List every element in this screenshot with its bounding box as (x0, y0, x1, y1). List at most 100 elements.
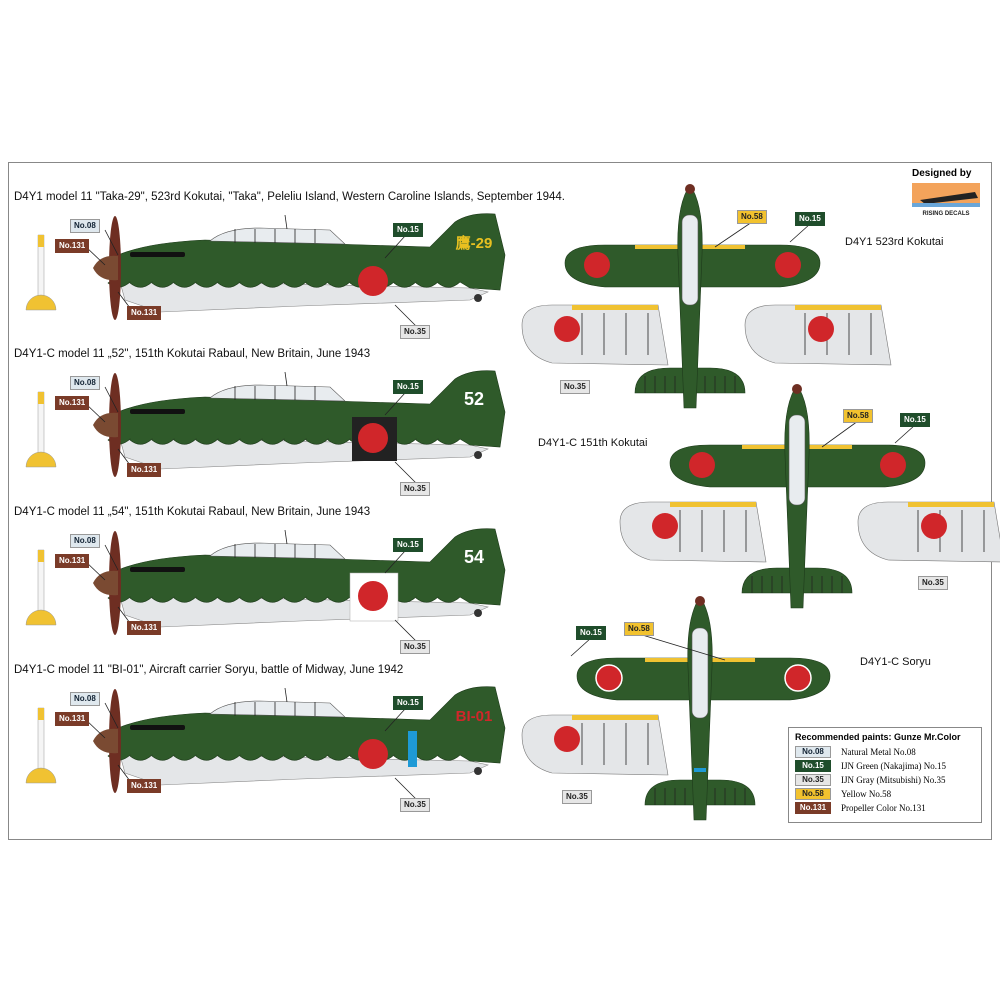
callout-line (117, 448, 131, 466)
underwing-hinomaru (652, 513, 678, 539)
callout-line (104, 386, 119, 413)
tag-no131: No.131 (55, 712, 90, 726)
tag-no131-prop: No.131 (127, 621, 162, 635)
prop-tip (38, 550, 44, 562)
callout-line (284, 214, 288, 230)
underwing-panel (521, 304, 669, 366)
underwing-yellow (670, 502, 756, 507)
prop-tip (38, 708, 44, 720)
callout-line (284, 371, 288, 387)
top-view-label: D4Y1-C Soryu (860, 656, 931, 668)
callout-line (821, 420, 859, 448)
legend-name: Natural Metal No.08 (841, 747, 916, 757)
hinomaru (358, 266, 388, 296)
leading-edge-yellow (807, 445, 852, 449)
spinner-top (685, 184, 695, 194)
tag-no35: No.35 (400, 325, 430, 339)
tag-no131: No.131 (55, 396, 90, 410)
callout-line (104, 702, 119, 729)
canopy (209, 542, 346, 560)
legend-name: Yellow No.58 (841, 789, 892, 799)
underwing-panel (521, 714, 669, 776)
tag-no35: No.35 (560, 380, 590, 394)
profile-title: D4Y1-C model 11 „52", 151th Kokutai Raba… (14, 348, 371, 360)
callout-line (117, 291, 131, 309)
canopy-top (681, 214, 699, 306)
tail-wheel (474, 294, 482, 302)
callout-line (284, 687, 288, 703)
tag-no35: No.35 (918, 576, 948, 590)
exhaust-stack (130, 725, 185, 730)
callout-line (117, 764, 131, 782)
legend-code: No.15 (795, 760, 831, 772)
legend-code: No.35 (795, 774, 831, 786)
tag-no15: No.15 (393, 380, 423, 394)
tag-no35: No.35 (400, 482, 430, 496)
underwing-hinomaru (921, 513, 947, 539)
tag-no58: No.58 (843, 409, 873, 423)
spinner-detail (25, 767, 57, 784)
wing-hinomaru (584, 252, 610, 278)
tag-no131-prop: No.131 (127, 306, 162, 320)
tag-no131: No.131 (55, 239, 90, 253)
spinner-detail (25, 609, 57, 626)
legend-code: No.131 (795, 802, 831, 814)
profile-title: D4Y1 model 11 "Taka-29", 523rd Kokutai, … (14, 191, 565, 203)
tail-code: 54 (464, 547, 484, 567)
tag-no08: No.08 (70, 376, 100, 390)
spinner (93, 570, 118, 596)
tag-no131-prop: No.131 (127, 463, 162, 477)
canopy (209, 700, 346, 718)
leading-edge-yellow (635, 245, 680, 249)
tail-wheel (474, 451, 482, 459)
legend-name: IJN Green (Nakajima) No.15 (841, 761, 946, 771)
tail-code: 52 (464, 389, 484, 409)
spinner (93, 412, 118, 438)
wing-hinomaru (689, 452, 715, 478)
callout-line (384, 392, 406, 416)
spinner-detail (25, 294, 57, 311)
logo-text: RISING DECALS (922, 211, 969, 217)
tag-no131-prop: No.131 (127, 779, 162, 793)
underwing-hinomaru (808, 316, 834, 342)
callout-line (384, 708, 406, 732)
fuselage (107, 370, 506, 448)
top-view-label: D4Y1-C 151th Kokutai (538, 437, 648, 449)
profile-title: D4Y1-C model 11 "BI-01", Aircraft carrie… (14, 664, 404, 676)
tag-no15: No.15 (393, 538, 423, 552)
callout-line (384, 550, 406, 574)
underwing-hinomaru (554, 316, 580, 342)
exhaust-stack (130, 252, 185, 257)
tag-no35: No.35 (400, 798, 430, 812)
fuselage (107, 528, 506, 606)
legend-code: No.08 (795, 746, 831, 758)
tag-no58: No.58 (624, 622, 654, 636)
legend-title: Recommended paints: Gunze Mr.Color (795, 732, 961, 742)
fuselage-band (694, 768, 706, 772)
leading-edge-yellow (700, 245, 745, 249)
logo-plane-icon (920, 192, 978, 204)
spinner (93, 255, 118, 281)
callout-line (284, 529, 288, 545)
legend-name: IJN Gray (Mitsubishi) No.35 (841, 775, 946, 785)
tag-no08: No.08 (70, 219, 100, 233)
legend-code: No.58 (795, 788, 831, 800)
callout-line (638, 633, 726, 661)
designer-label: Designed by (912, 168, 972, 179)
canopy-top (788, 414, 806, 506)
spinner-detail (25, 451, 57, 468)
exhaust-stack (130, 567, 185, 572)
fuselage (107, 213, 506, 291)
fuselage-band (408, 731, 417, 767)
canopy (209, 384, 346, 402)
underwing-yellow (572, 305, 658, 310)
legend-row: No.15 IJN Green (Nakajima) No.15 (795, 759, 981, 773)
profile-title: D4Y1-C model 11 „54", 151th Kokutai Raba… (14, 506, 371, 518)
tag-no35: No.35 (400, 640, 430, 654)
wing-hinomaru (880, 452, 906, 478)
legend-name: Propeller Color No.131 (841, 803, 926, 813)
spinner-top (792, 384, 802, 394)
tag-no131: No.131 (55, 554, 90, 568)
underwing-yellow (572, 715, 658, 720)
